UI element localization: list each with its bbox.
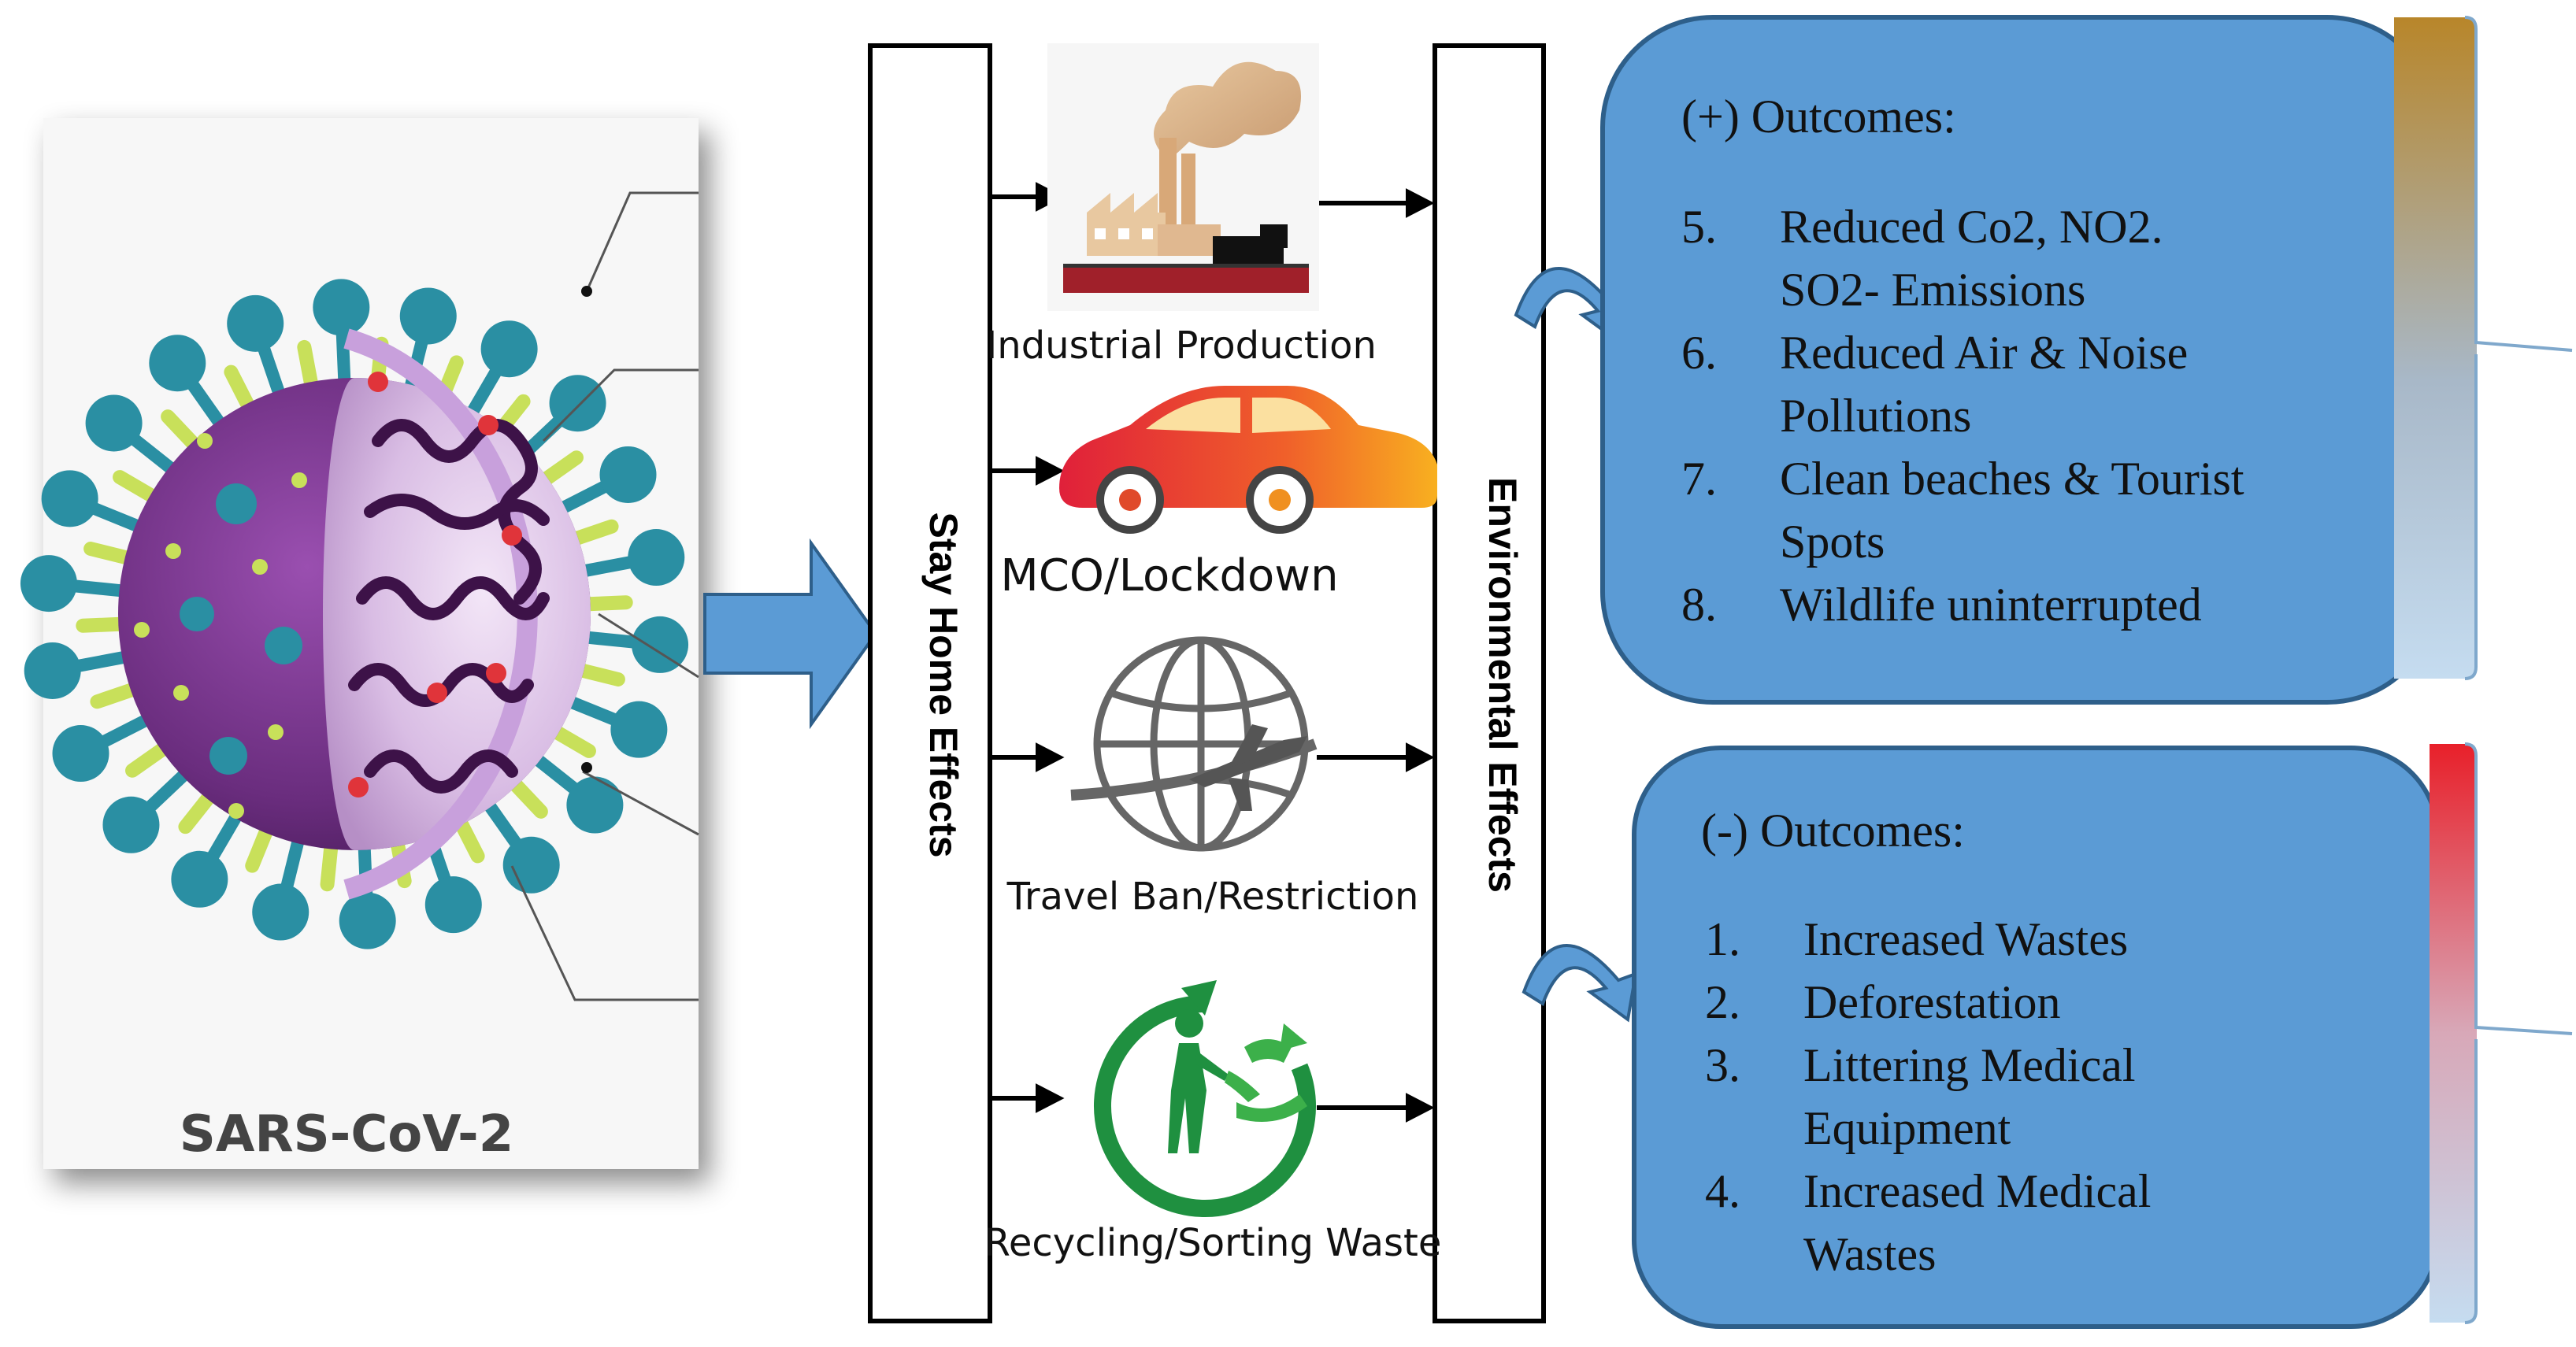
virus-caption: SARS-CoV-2	[180, 1105, 513, 1164]
positive-outcome-item-text: Reduced Air & Noise	[1780, 327, 2188, 379]
membrane-protein	[547, 723, 596, 758]
positive-outcome-item-text: SO2- Emissions	[1780, 264, 2085, 316]
membrane-protein	[537, 450, 584, 488]
environmental-effects-label: Environmental Effects	[1481, 477, 1525, 893]
positive-outcome-item-text: Pollutions	[1780, 390, 1971, 442]
spike-head	[227, 294, 284, 352]
negative-outcome-item-number: 2.	[1705, 976, 1740, 1028]
callout-lines	[510, 191, 699, 1001]
membrane-protein	[90, 682, 142, 709]
spike-head	[313, 279, 370, 336]
spike-head	[424, 876, 482, 934]
negative-outcome-item-number: 1.	[1705, 913, 1740, 965]
effect-label-travel-ban-restriction: Travel Ban/Restriction	[1006, 875, 1419, 919]
spike-head	[20, 555, 77, 612]
negative-outcome-item-text: Wastes	[1803, 1228, 1936, 1280]
membrane-protein	[245, 822, 275, 873]
membrane-protein	[579, 595, 633, 612]
coronavirus-icon	[20, 279, 689, 949]
negative-outcome-item-text: Equipment	[1803, 1102, 2011, 1154]
positive-outcome-item-number: 7.	[1681, 453, 1717, 505]
factory-icon	[1047, 43, 1319, 311]
spike-head	[252, 883, 309, 941]
membrane-protein	[76, 616, 130, 633]
spike-head	[149, 335, 206, 392]
spike-head	[549, 375, 606, 432]
big-right-arrow	[703, 538, 878, 730]
spike-head	[399, 287, 457, 345]
membrane-protein	[297, 339, 319, 394]
car-icon	[1059, 386, 1437, 534]
spike-head	[599, 446, 657, 503]
positive-outcome-item-text: Clean beaches & Tourist	[1780, 453, 2244, 505]
negative-outcome-item-text: Increased Medical	[1803, 1165, 2151, 1217]
negative-outcome-item-text: Increased Wastes	[1803, 913, 2128, 965]
positive-outcome-item-text: Reduced Co2, NO2.	[1780, 201, 2163, 253]
stay-home-effects-label: Stay Home Effects	[921, 512, 966, 857]
negative-outcomes-box: (-) Outcomes: 1. Increased Wastes 2. Defore…	[1632, 746, 2440, 1329]
positive-outcomes-box: (+) Outcomes: 5. Reduced Co2, NO2. SO2- Em…	[1600, 15, 2440, 705]
effect-label-recycling-sorting-waste: Recycling/Sorting Waste	[984, 1221, 1442, 1265]
globe-airplane-icon	[1070, 636, 1318, 852]
positive-outcome-item-number: 8.	[1681, 579, 1717, 631]
spike-head	[628, 529, 685, 587]
spike-head	[566, 776, 624, 834]
negative-outcome-item-number: 3.	[1705, 1039, 1740, 1091]
negative-outcome-item-text: Deforestation	[1803, 976, 2061, 1028]
membrane-protein	[567, 519, 619, 546]
membrane-protein	[224, 365, 257, 415]
spike-head	[52, 725, 109, 783]
negative-outcome-item-number: 4.	[1705, 1165, 1740, 1217]
spike-head	[102, 796, 160, 853]
positive-side-bar	[2394, 16, 2573, 680]
stay-home-effects-bar: Stay Home Effects	[868, 43, 992, 1323]
spike-head	[632, 616, 689, 673]
spike-head	[610, 701, 668, 758]
membrane-protein	[573, 662, 625, 686]
spike-head	[502, 836, 560, 894]
effect-label-industrial-production: Industrial Production	[986, 324, 1377, 368]
negative-outcomes-title: (-) Outcomes:	[1701, 805, 1965, 857]
membrane-protein	[178, 789, 217, 834]
membrane-protein	[125, 740, 172, 778]
spike-head	[24, 642, 81, 699]
membrane-protein	[113, 470, 161, 505]
negative-outcome-item-text: Littering Medical	[1803, 1039, 2136, 1091]
spike-head	[171, 850, 228, 908]
membrane-protein	[161, 409, 202, 453]
positive-outcome-item-number: 5.	[1681, 201, 1717, 253]
environmental-effects-bar: Environmental Effects	[1433, 43, 1546, 1323]
positive-outcome-item-text: Spots	[1780, 516, 1885, 568]
effect-label-mco-lockdown: MCO/Lockdown	[1000, 550, 1338, 601]
membrane-protein	[83, 542, 136, 566]
membrane-protein	[320, 838, 339, 892]
positive-outcomes-title: (+) Outcomes:	[1681, 91, 1956, 142]
spike-head	[480, 320, 538, 378]
positive-outcome-item-text: Wildlife uninterrupted	[1780, 579, 2202, 631]
positive-outcome-item-number: 6.	[1681, 327, 1717, 379]
membrane-protein	[506, 775, 548, 819]
spike-head	[339, 892, 396, 949]
membrane-protein	[452, 813, 485, 864]
negative-side-bar	[2430, 742, 2573, 1324]
spike-head	[85, 394, 143, 452]
recycling-icon	[1094, 980, 1316, 1217]
spike-head	[41, 470, 98, 527]
virus-panel: SARS-CoV-2	[20, 118, 699, 1169]
